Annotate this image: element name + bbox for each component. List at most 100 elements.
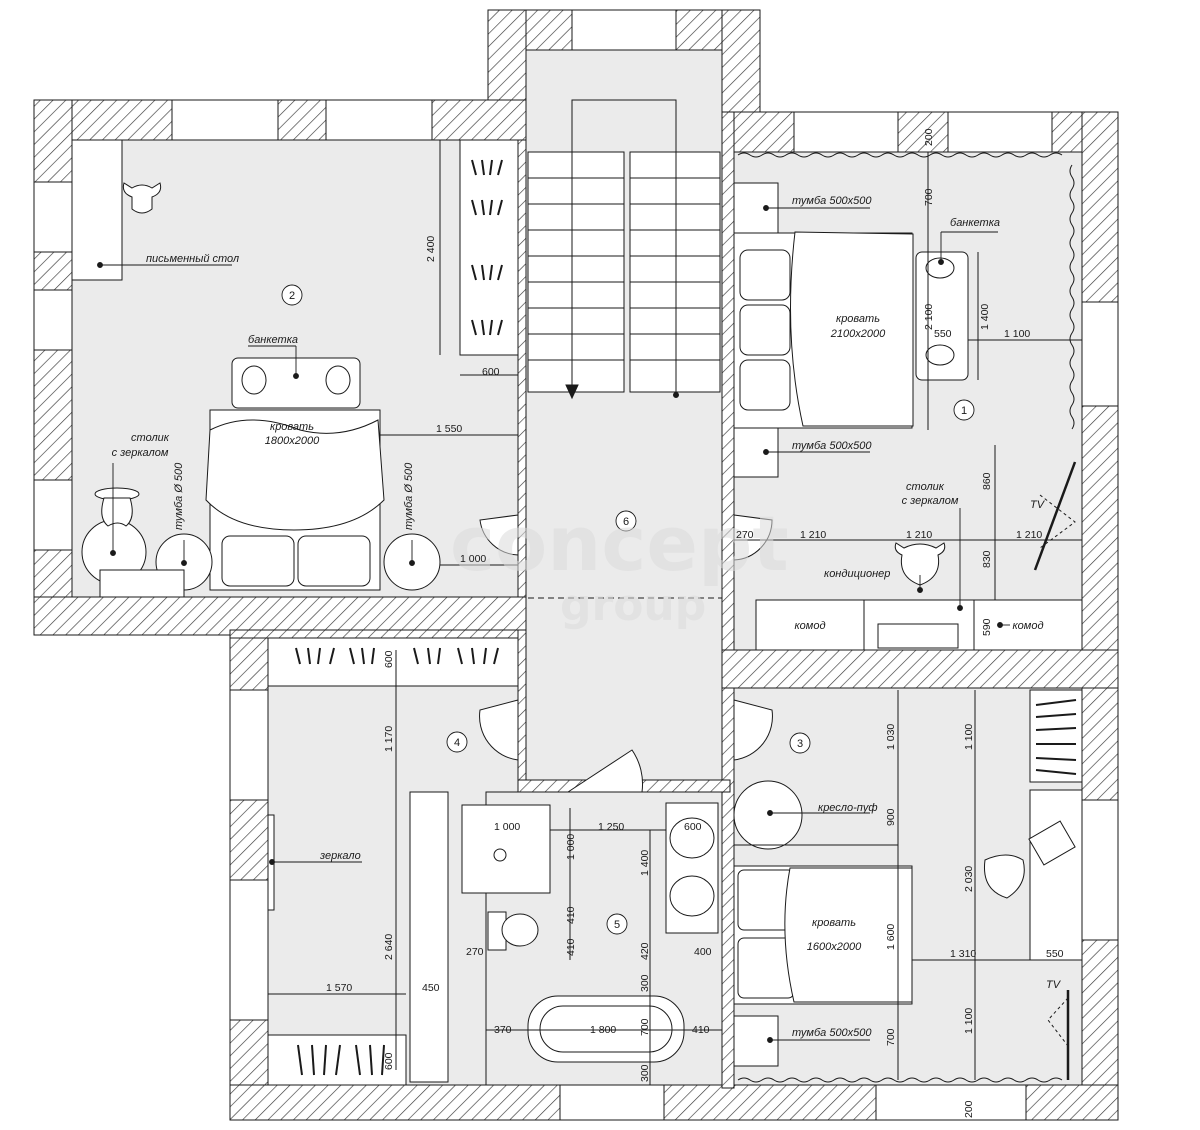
dim-1100-r3-bottom: 1 100 [963,1008,975,1034]
label-bench-room-1: банкетка [950,217,1000,229]
label-aircon: кондиционер [824,568,890,580]
dim-1310: 1 310 [950,948,976,960]
dresser-left [755,599,865,651]
desk-room-3 [1029,789,1083,961]
dim-1210-b: 1 210 [906,529,932,541]
dim-450: 450 [422,982,440,994]
label-bench-room-2: банкетка [248,334,298,346]
curtain-room-1-top [737,152,1063,158]
desk [71,139,123,281]
label-vanity-room-2-b: с зеркалом [112,447,169,459]
dim-550-room1: 550 [934,328,952,340]
dim-2400: 2 400 [425,236,437,262]
dim-410-c: 410 [692,1024,710,1036]
wardrobe-room-2 [459,139,519,356]
room-3 [733,689,1083,1083]
dim-1030: 1 030 [885,724,897,750]
curtain-room-3 [737,1077,1063,1083]
label-desk: письменный стол [146,253,239,265]
dim-1600: 1 600 [885,924,897,950]
dim-300-a: 300 [639,974,651,992]
dim-700-r3: 700 [885,1028,897,1046]
dim-700-top: 700 [923,188,935,206]
dim-200-top: 200 [923,128,935,146]
label-bed-room-3: кровать [812,917,856,929]
label-nightstand-room-1-top: тумба 500x500 [792,195,872,207]
dim-1000-room2: 1 000 [460,553,486,565]
dim-2100: 2 100 [923,304,935,330]
dim-1210-c: 1 210 [1016,529,1042,541]
dim-1400-room1: 1 400 [979,304,991,330]
label-bed-room-2-size: 1800x2000 [265,435,320,447]
dim-600-sink: 600 [684,821,702,833]
dim-200-bottom: 200 [963,1100,975,1118]
toilet-bowl [501,913,539,947]
dim-700-bath: 700 [639,1018,651,1036]
staircase [527,99,722,599]
dim-400: 400 [694,946,712,958]
dim-270-bath: 270 [466,946,484,958]
dim-1000-shower-w: 1 000 [494,821,520,833]
curtain-room-1-right [1069,164,1075,430]
dim-1550: 1 550 [436,423,462,435]
dim-300-b: 300 [639,1064,651,1082]
dim-1250: 1 250 [598,821,624,833]
laptop [1028,820,1076,866]
dim-410-a: 410 [565,906,577,924]
label-bed-room-2: кровать [270,421,314,433]
vanity-chair-room-1 [894,542,946,586]
watermark-sub: group [560,580,706,631]
sink-top [669,817,715,859]
room-2 [71,139,519,598]
dim-600-wardrobe: 600 [482,366,500,378]
label-nightstand-round-right: тумба Ø 500 [403,462,415,530]
label-dresser-left: комод [794,620,825,632]
door-room-1 [733,514,773,561]
bathroom-5 [461,802,722,1085]
dim-370: 370 [494,1024,512,1036]
door-room-4 [479,699,519,761]
label-nightstand-room-3: тумба 500x500 [792,1027,872,1039]
leader-lines [97,205,1010,1043]
dim-600-r4-bottom: 600 [383,1052,395,1070]
label-tv-room-3: TV [1046,979,1062,991]
dim-270-room1: 270 [736,529,754,541]
label-mirror: зеркало [319,850,361,862]
tv-room-1 [1033,461,1077,571]
room-1 [733,152,1083,651]
door-room-3 [733,699,773,761]
label-bed-room-1: кровать [836,313,880,325]
dim-590: 590 [981,618,993,636]
dim-2640: 2 640 [383,934,395,960]
dim-1100-r3-top: 1 100 [963,724,975,750]
label-vanity-room-1-b: с зеркалом [902,495,959,507]
dim-1100-room1: 1 100 [1004,328,1030,340]
dim-830: 830 [981,550,993,568]
dim-1000-shower-h: 1 000 [565,834,577,860]
shower [461,804,551,894]
dim-550-r3: 550 [1046,948,1064,960]
dresser-right [973,599,1083,651]
label-pouf: кресло-пуф [818,802,878,814]
room-number-3: 3 [797,738,803,750]
room-number-markers [281,284,975,935]
dim-1400-bath: 1 400 [639,850,651,876]
label-vanity-room-2-a: столик [131,432,170,444]
dim-600-r4-top: 600 [383,650,395,668]
vanity-room-2 [99,569,185,598]
dim-900: 900 [885,808,897,826]
dim-1170: 1 170 [383,726,395,752]
label-nightstand-room-1-bottom: тумба 500x500 [792,440,872,452]
sink-bottom [669,875,715,917]
dim-860: 860 [981,472,993,490]
dimension-labels: 2 400 600 1 550 1 000 200 700 2 100 1 40… [326,128,1064,1118]
room-number-6: 6 [623,516,629,528]
bench-room-1 [915,251,969,381]
chair-room-3 [983,854,1025,899]
dim-1210-a: 1 210 [800,529,826,541]
room-number-2: 2 [289,290,295,302]
dim-420: 420 [639,942,651,960]
room-4 [267,637,519,1086]
label-vanity-room-1-a: столик [906,481,945,493]
